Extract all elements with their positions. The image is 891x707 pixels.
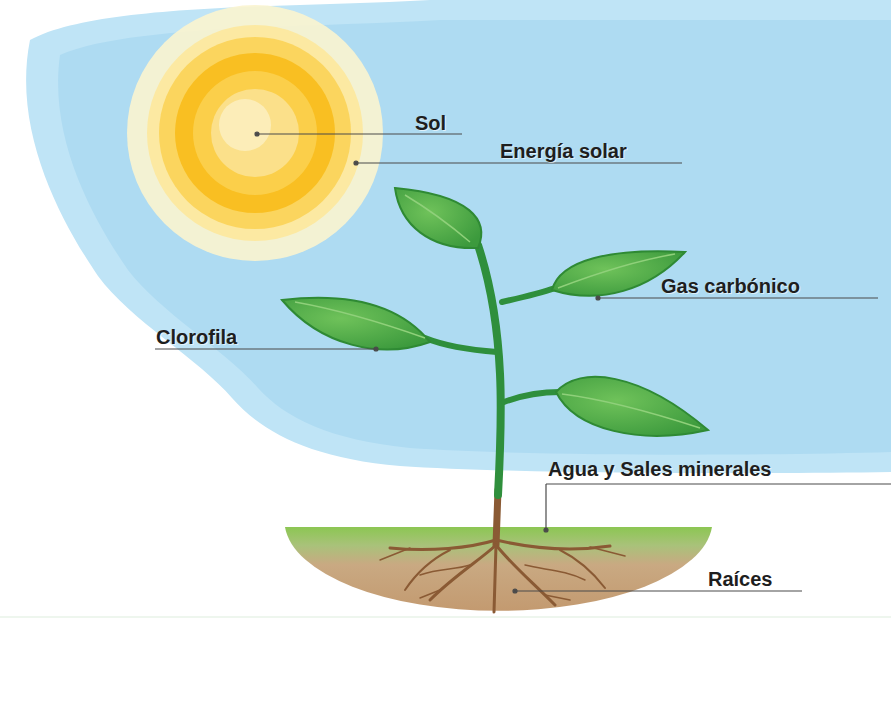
part-label: Clorofila xyxy=(156,327,237,347)
sky-cloud xyxy=(26,0,891,473)
leader-lines xyxy=(155,132,891,593)
part-label: Energía solar xyxy=(500,141,627,161)
part-label: Sol xyxy=(415,113,446,133)
roots xyxy=(380,490,625,612)
soil xyxy=(285,527,712,611)
part-label: Agua y Sales minerales xyxy=(548,459,771,479)
sun xyxy=(127,5,383,261)
part-label: Gas carbónico xyxy=(661,276,800,296)
leaves xyxy=(282,188,708,436)
stem xyxy=(425,245,560,495)
part-label: Raíces xyxy=(708,569,773,589)
